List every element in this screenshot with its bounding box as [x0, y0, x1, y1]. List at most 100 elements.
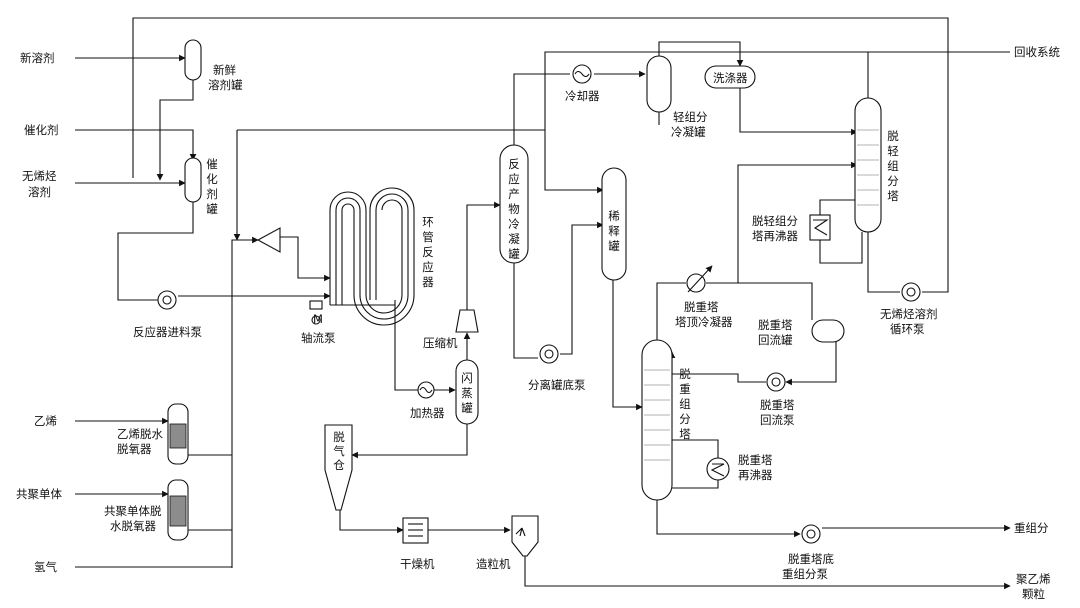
label-condenser-4: 物 [508, 202, 520, 216]
heavy-reflux-tank [811, 319, 845, 343]
label-delight-3: 组 [887, 159, 899, 173]
reflux-tank-out [785, 330, 837, 386]
flash-to-degas [351, 422, 468, 459]
label-deheavy-4: 分 [679, 412, 691, 426]
label-dryer: 干燥机 [400, 557, 435, 571]
label-reflux-tank-2: 回流罐 [758, 333, 793, 347]
label-top-condenser-2: 塔顶冷凝器 [675, 315, 733, 329]
label-heavy-bottom-pump-1: 脱重塔底 [788, 552, 834, 566]
condenser-bottom [513, 262, 538, 359]
deheavy-column [641, 339, 673, 501]
dryer-lines [408, 523, 423, 537]
light-condenser-tank [646, 55, 672, 113]
label-reflux-pump-2: 回流泵 [760, 413, 795, 427]
circ-pump-inner [906, 287, 916, 297]
label-ethylene-dryer-2: 脱氧器 [117, 442, 152, 456]
piping [75, 17, 1011, 590]
label-pe-pellets-2: 颗粒 [1022, 587, 1045, 601]
label-delight-2: 轻 [887, 144, 899, 158]
label-condenser-3: 产 [508, 187, 520, 201]
label-catalyst-tank-4: 罐 [206, 202, 218, 216]
label-cooler: 冷却器 [565, 89, 600, 103]
label-heater: 加热器 [410, 406, 445, 420]
label-deheavy-1: 脱 [679, 367, 691, 381]
labels: 新溶剂 催化剂 无烯烃 溶剂 乙烯 共聚单体 氢气 回收系统 重组分 聚乙烯 颗… [16, 45, 1060, 601]
comonomer-dryer-bed [169, 495, 187, 527]
label-pelletizer: 造粒机 [476, 557, 511, 571]
label-hydrogen: 氢气 [34, 560, 57, 574]
label-condenser-6: 凝 [508, 232, 520, 246]
label-comonomer: 共聚单体 [16, 487, 62, 501]
label-heavy-reboiler-1: 脱重塔 [738, 453, 773, 467]
to-delight [737, 161, 858, 283]
label-dilution-3: 罐 [608, 239, 620, 253]
label-heavy-bottom-pump-2: 重组分泵 [782, 567, 828, 581]
label-heavy-fraction: 重组分 [1014, 521, 1049, 535]
label-pe-pellets-1: 聚乙烯 [1016, 572, 1051, 586]
label-heavy-reboiler-2: 再沸器 [738, 468, 773, 482]
delight-reboiler-coil [813, 219, 829, 236]
degas-to-dryer [339, 510, 404, 534]
recovery-line [544, 51, 1010, 60]
catalyst-tank [184, 157, 202, 203]
label-degas-1: 脱 [333, 430, 345, 444]
mixer-out [280, 236, 331, 282]
heavy-reboiler-coil [710, 463, 725, 477]
label-light-condenser-1: 轻组分 [673, 110, 708, 124]
label-condenser-2: 应 [508, 172, 520, 186]
label-catalyst-tank-2: 化 [206, 172, 218, 186]
label-delight-4: 分 [887, 174, 899, 188]
label-circ-pump-2: 循环泵 [890, 322, 925, 336]
label-compressor: 压缩机 [423, 336, 458, 350]
label-comonomer-dryer-1: 共聚单体脱 [104, 504, 162, 518]
label-new-solvent: 新溶剂 [20, 51, 55, 65]
label-loop-reactor-2: 管 [422, 230, 434, 244]
label-washer: 洗涤器 [713, 71, 748, 85]
label-axial-pump: 轴流泵 [301, 331, 336, 345]
heavy-reboiler-icon [706, 457, 730, 481]
mixer-icon [256, 227, 281, 253]
label-condenser-5: 冷 [508, 217, 520, 231]
label-recovery-system: 回收系统 [1014, 45, 1060, 59]
label-deheavy-3: 组 [679, 397, 691, 411]
label-dilution-1: 稀 [608, 209, 620, 223]
reboiler-loop-a [672, 439, 719, 458]
label-reflux-pump-1: 脱重塔 [760, 398, 795, 412]
motor-symbol: M [313, 312, 323, 326]
label-circ-pump-1: 无烯烃溶剂 [880, 307, 938, 321]
label-loop-reactor-1: 环 [422, 215, 434, 229]
label-reflux-tank-1: 脱重塔 [758, 318, 793, 332]
label-degas-2: 气 [333, 444, 345, 458]
heater-coil [419, 386, 433, 394]
label-condenser-1: 反 [508, 157, 520, 171]
deheavy-bottom [656, 500, 801, 538]
label-separator-pump: 分离罐底泵 [528, 378, 586, 392]
heavy-reflux-pump-inner [771, 377, 781, 387]
label-olefin-free-1: 无烯烃 [22, 169, 57, 183]
delight-bottom [867, 232, 900, 293]
delight-reboiler-icon [809, 214, 831, 241]
dilution-tank [601, 167, 627, 281]
label-condenser-7: 罐 [508, 247, 520, 261]
delight-reboiler-a [819, 199, 857, 215]
heavy-bottom-pump-inner [806, 529, 816, 539]
washer-out [739, 88, 858, 136]
axial-pump-motor-icon [311, 315, 321, 325]
label-delight-1: 脱 [887, 129, 899, 143]
label-delight-reboiler-2: 塔再沸器 [752, 229, 798, 243]
axial-pump-icon [309, 300, 323, 310]
label-degas-3: 仓 [333, 458, 345, 472]
label-flash-1: 闪 [461, 371, 473, 385]
label-deheavy-2: 重 [679, 382, 691, 396]
delight-column [854, 97, 882, 233]
label-dilution-2: 释 [608, 224, 620, 238]
label-loop-reactor-3: 反 [422, 245, 434, 259]
label-reactor-feed-pump: 反应器进料泵 [133, 325, 202, 339]
label-comonomer-dryer-2: 水脱氧器 [110, 519, 156, 533]
ethylene-dryer-bed [169, 423, 187, 449]
catalyst-out-line [117, 200, 194, 301]
pellets-out [524, 555, 1011, 590]
degas-bin [324, 424, 353, 511]
light-to-washer [658, 41, 744, 67]
